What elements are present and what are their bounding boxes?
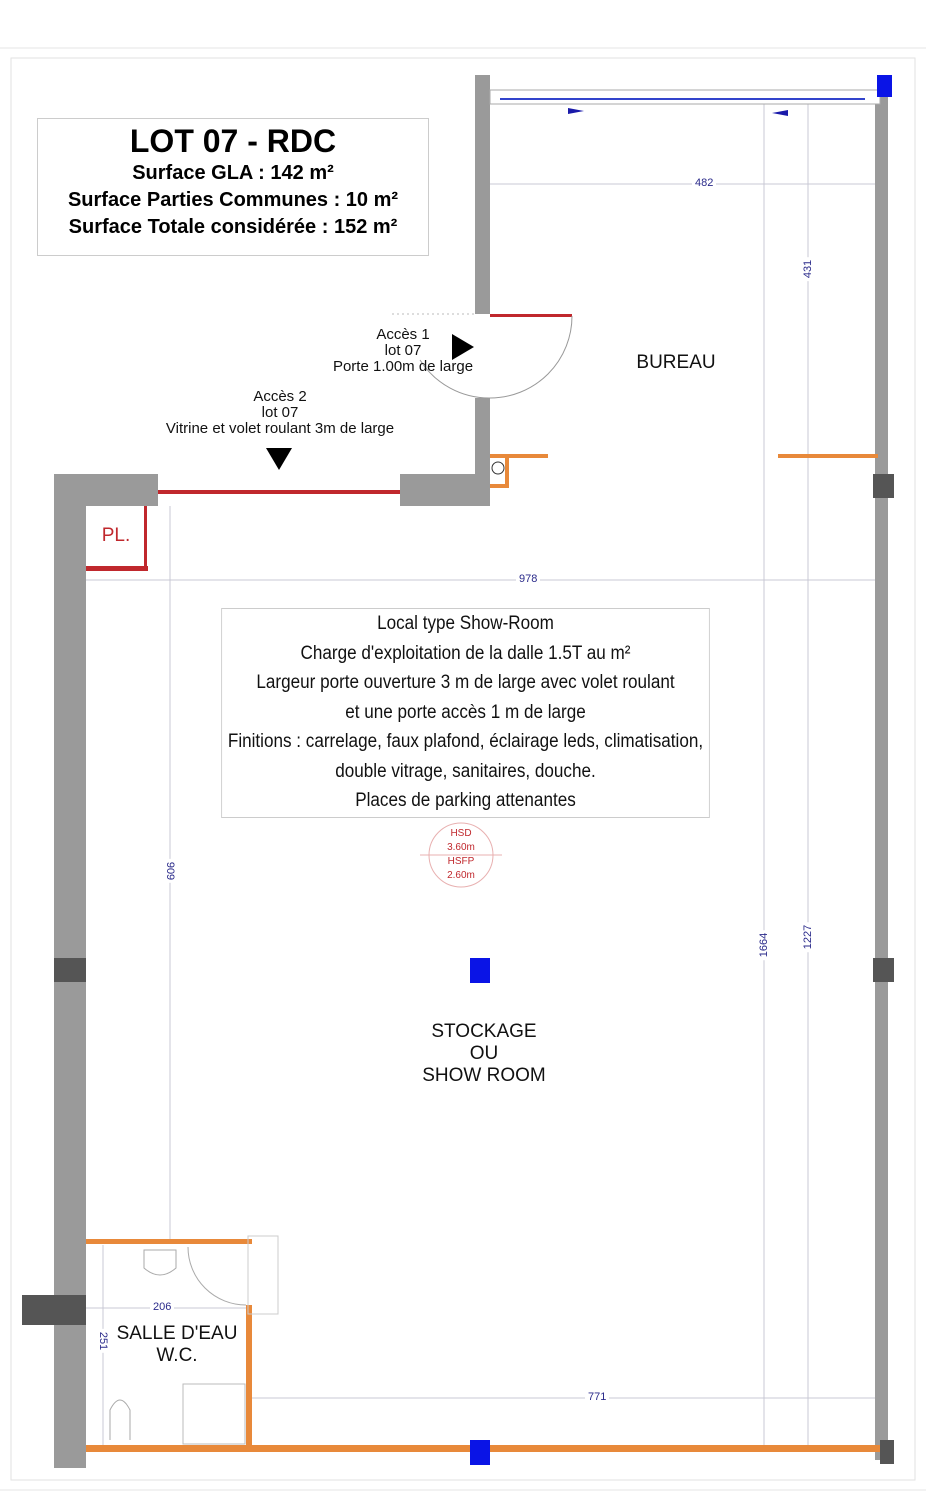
info-line: Places de parking attenantes <box>355 790 576 811</box>
surface-communes: Surface Parties Communes : 10 m² <box>67 189 399 211</box>
info-box: Local type Show-Room Charge d'exploitati… <box>221 608 710 818</box>
text: HSD <box>450 828 472 839</box>
dim-206: 206 <box>150 1301 175 1313</box>
dim-978: 978 <box>516 573 541 585</box>
text: SALLE D'EAU <box>116 1323 238 1344</box>
dimension-lines <box>86 104 880 1448</box>
dim-1227: 1227 <box>802 921 815 953</box>
text: Porte 1.00m de large <box>332 358 474 375</box>
sliding-arrow-icon <box>772 110 788 116</box>
access1-label: Accès 1 lot 07 Porte 1.00m de large <box>312 327 494 375</box>
vitrine <box>158 490 400 494</box>
sliding-arrow-icon <box>568 108 584 114</box>
text: Accès 2 <box>253 388 307 405</box>
info-line: Charge d'exploitation de la dalle 1.5T a… <box>300 642 631 664</box>
dim-771: 771 <box>585 1391 610 1403</box>
info-line: Local type Show-Room <box>377 613 554 634</box>
text: SHOW ROOM <box>422 1065 546 1086</box>
room-pl: PL. <box>101 525 131 546</box>
info-line: double vitrage, sanitaires, douche. <box>335 760 596 782</box>
door-swing <box>489 315 573 399</box>
text: 3.60m <box>447 842 475 853</box>
info-line: et une porte accès 1 m de large <box>345 701 586 723</box>
columns <box>470 75 892 1465</box>
surface-gla: Surface GLA : 142 m² <box>132 162 334 184</box>
text: lot 07 <box>384 342 422 359</box>
info-line: Largeur porte ouverture 3 m de large ave… <box>256 672 675 693</box>
text: 2.60m <box>447 870 475 881</box>
info-line: Finitions : carrelage, faux plafond, écl… <box>227 731 704 752</box>
text: HSFP <box>447 856 475 867</box>
dim-482: 482 <box>692 177 717 189</box>
sheet-border <box>10 57 916 1481</box>
text: W.C. <box>156 1345 198 1366</box>
dim-431: 431 <box>802 256 815 282</box>
text: Vitrine et volet roulant 3m de large <box>165 420 395 437</box>
structural-blocks <box>22 474 894 1464</box>
text: Accès 1 <box>376 326 430 343</box>
room-bureau: BUREAU <box>636 352 716 373</box>
access2-arrow-icon <box>266 448 292 470</box>
access1-arrow-icon <box>452 334 474 360</box>
title: LOT 07 - RDC <box>129 123 337 159</box>
room-salle-deau: SALLE D'EAU W.C. <box>112 1323 242 1367</box>
room-stockage: STOCKAGE OU SHOW ROOM <box>404 1021 564 1087</box>
dim-251: 251 <box>97 1328 110 1354</box>
dim-909: 909 <box>164 858 177 884</box>
sink-icon <box>143 1249 177 1276</box>
text: OU <box>469 1043 499 1064</box>
height-label: HSD 3.60m HSFP 2.60m <box>431 827 491 883</box>
access2-label: Accès 2 lot 07 Vitrine et volet roulant … <box>130 389 430 437</box>
surface-totale: Surface Totale considérée : 152 m² <box>68 216 398 238</box>
text: lot 07 <box>261 404 299 421</box>
text: STOCKAGE <box>431 1021 537 1042</box>
dim-1664: 1664 <box>758 929 771 961</box>
shower-icon <box>182 1383 246 1445</box>
title-block: LOT 07 - RDC Surface GLA : 142 m² Surfac… <box>37 118 429 256</box>
toilet-icon <box>109 1399 131 1440</box>
